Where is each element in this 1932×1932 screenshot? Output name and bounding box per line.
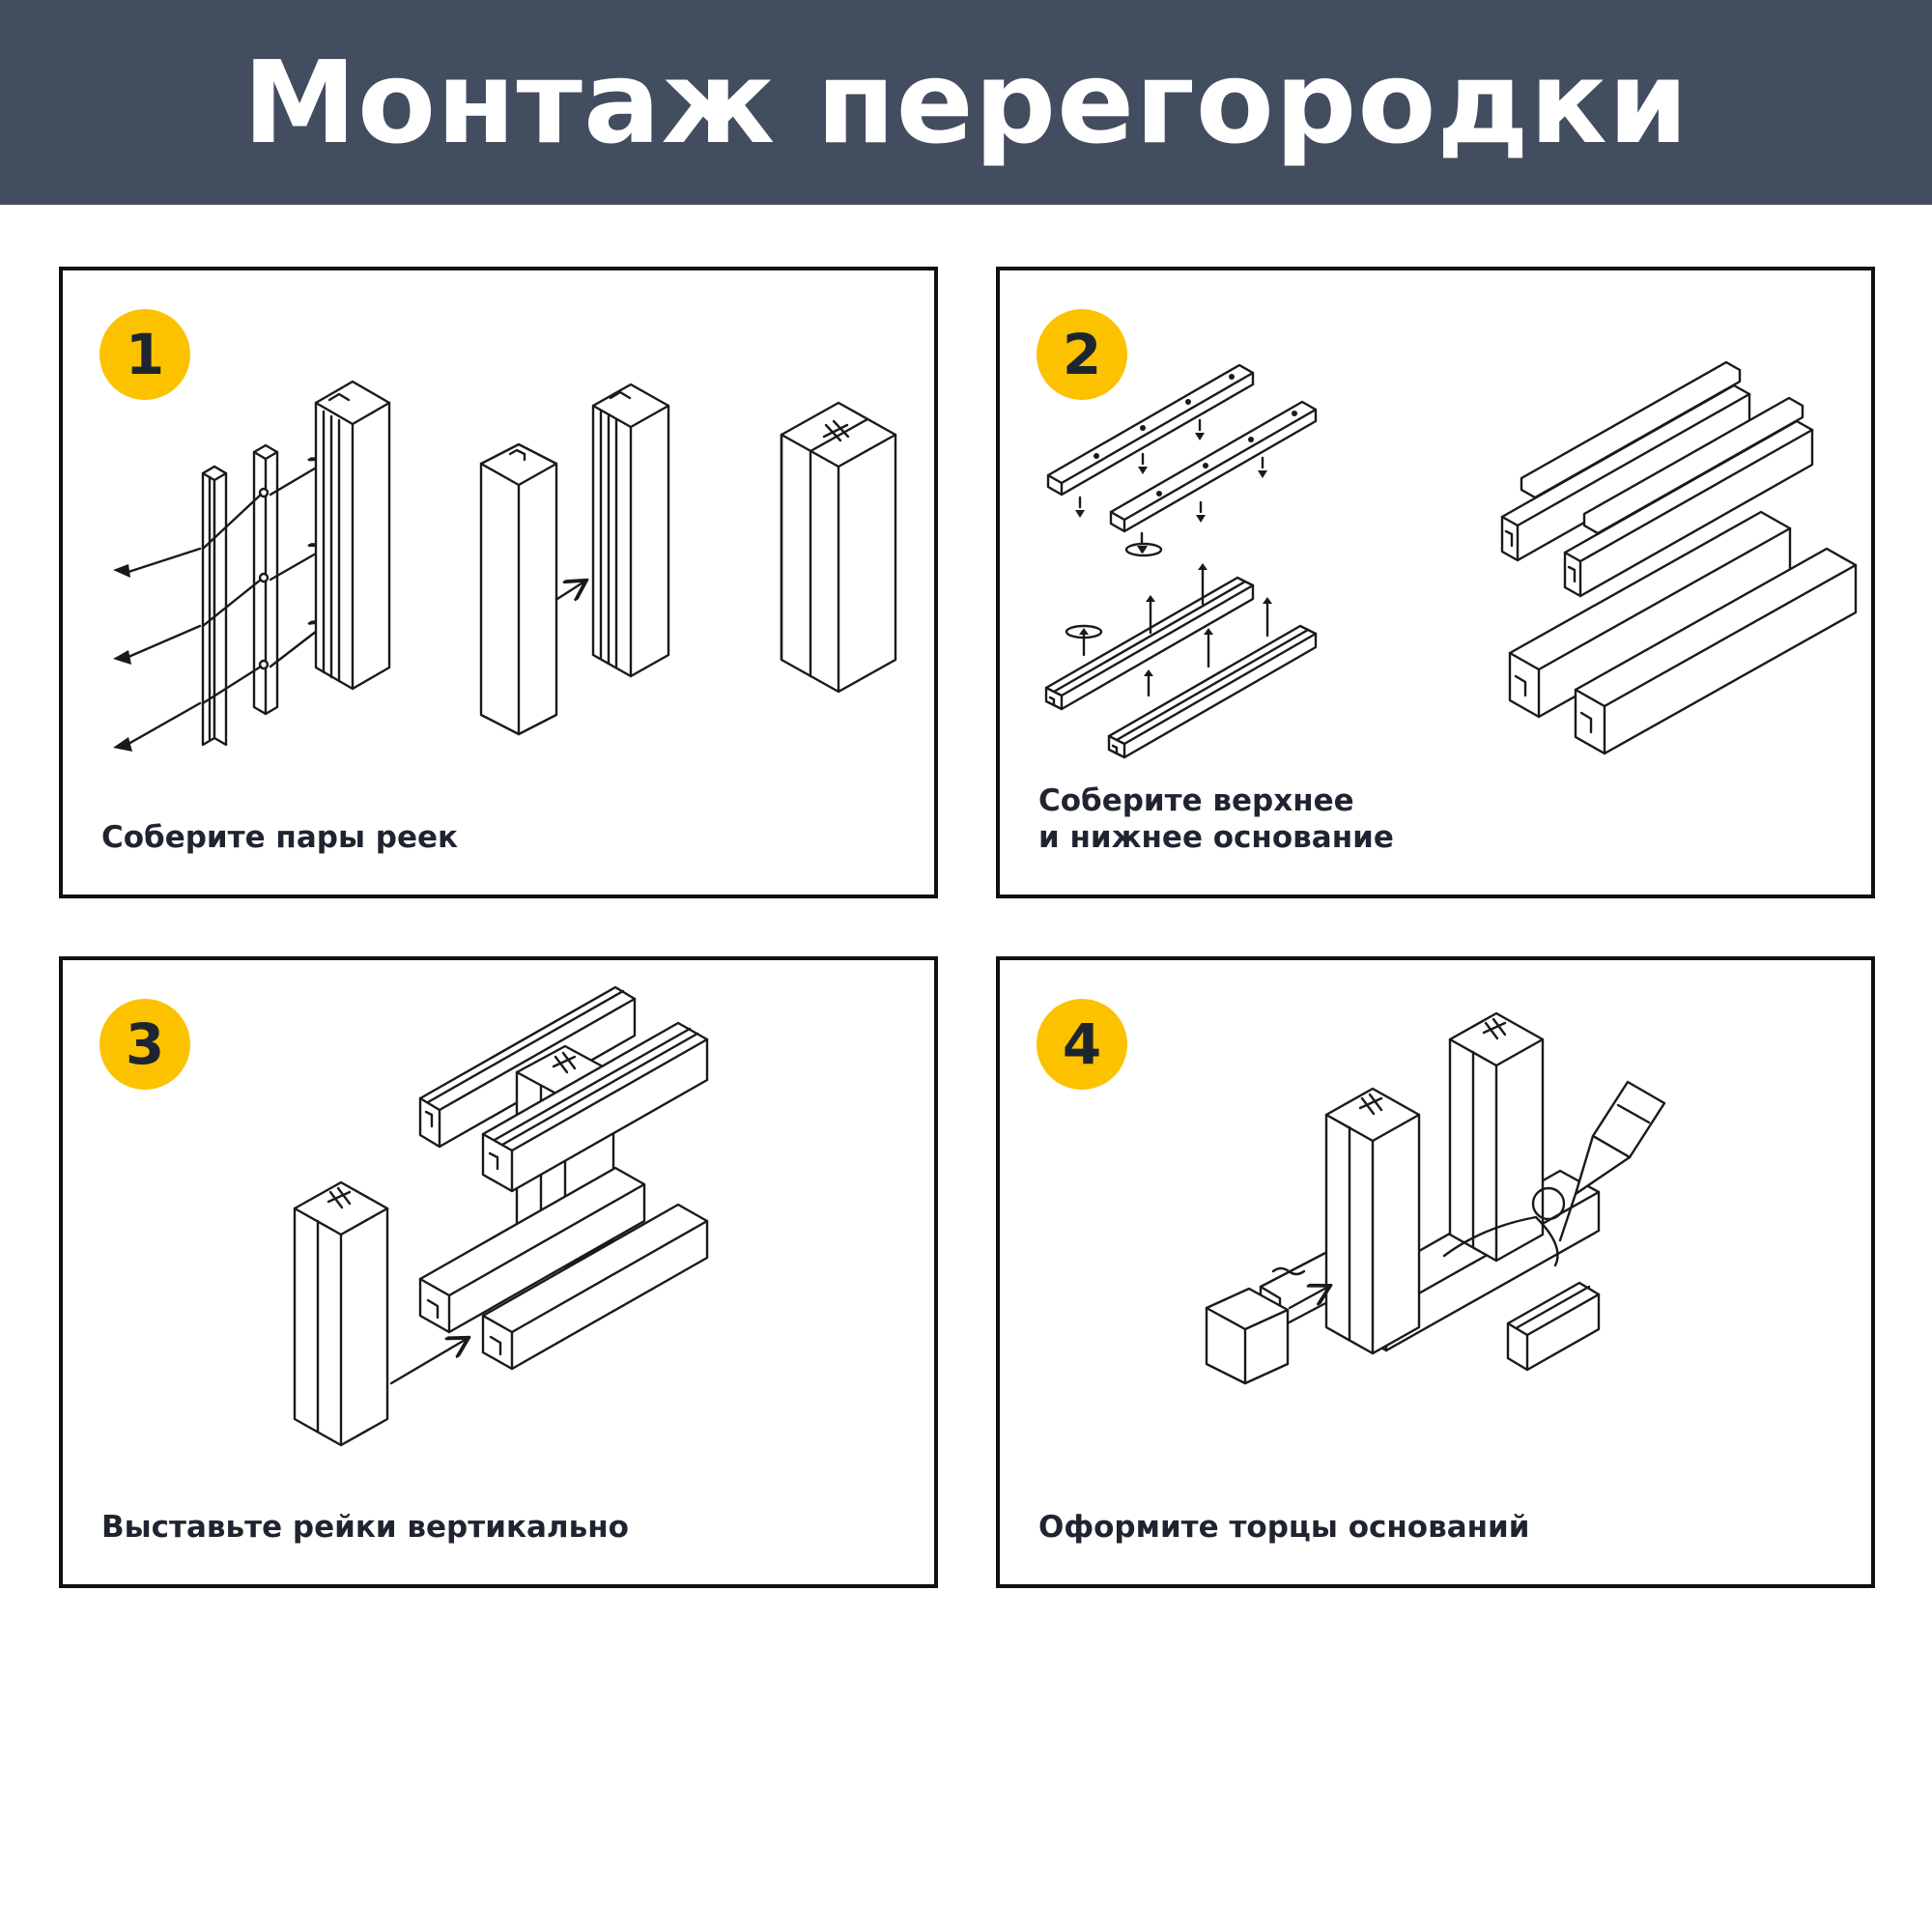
glue-wave-icon <box>1273 1268 1304 1274</box>
top-rail-2 <box>1111 402 1316 531</box>
assembled-pair <box>781 403 895 692</box>
bottom-rail <box>1046 578 1253 709</box>
top-rail <box>1048 365 1253 495</box>
step-3-panel: 3 Выставьте рейки вертикально <box>59 956 938 1588</box>
upright-pair <box>295 1182 387 1445</box>
step-2-panel: 2 Соберите верхнее и нижнее основание <box>996 267 1875 898</box>
glue-bottle-icon <box>1444 1082 1664 1265</box>
step-caption: Оформите торцы оснований <box>1038 1510 1530 1545</box>
end-cap <box>1207 1289 1288 1383</box>
lamella-block <box>481 444 556 734</box>
step-4-illustration <box>1000 960 1871 1584</box>
rail-plain <box>254 445 277 714</box>
rail-channel <box>203 467 226 745</box>
step-number-badge: 1 <box>99 309 190 400</box>
screw-icon <box>1075 420 1267 555</box>
grooved-block-2 <box>593 384 668 676</box>
step-number-badge: 3 <box>99 999 190 1090</box>
step-number-badge: 2 <box>1037 309 1127 400</box>
upright-pair <box>1326 1089 1419 1353</box>
screw-icon <box>113 495 261 752</box>
step-2-illustration <box>1000 270 1871 895</box>
step-caption: Соберите верхнее и нижнее основание <box>1038 783 1394 855</box>
page-title: Монтаж перегородки <box>242 36 1690 169</box>
assembled-top-base <box>1502 362 1812 596</box>
step-3-illustration <box>63 960 934 1584</box>
step-1-panel: 1 Соберите пары реек <box>59 267 938 898</box>
step-number-badge: 4 <box>1037 999 1127 1090</box>
upright-pair-2 <box>1450 1013 1543 1261</box>
page-header: Монтаж перегородки <box>0 0 1932 205</box>
assembled-bottom-base <box>1510 512 1856 753</box>
bottom-rail-2 <box>1109 626 1316 757</box>
small-bar <box>1508 1283 1599 1370</box>
top-base-beam-2 <box>483 1023 707 1191</box>
screw-icon <box>1066 563 1272 696</box>
step-caption: Соберите пары реек <box>101 820 459 855</box>
step-1-illustration <box>113 270 934 752</box>
step-caption: Выставьте рейки вертикально <box>101 1510 629 1545</box>
grooved-block <box>316 382 389 689</box>
step-4-panel: 4 Оформите торцы оснований <box>996 956 1875 1588</box>
